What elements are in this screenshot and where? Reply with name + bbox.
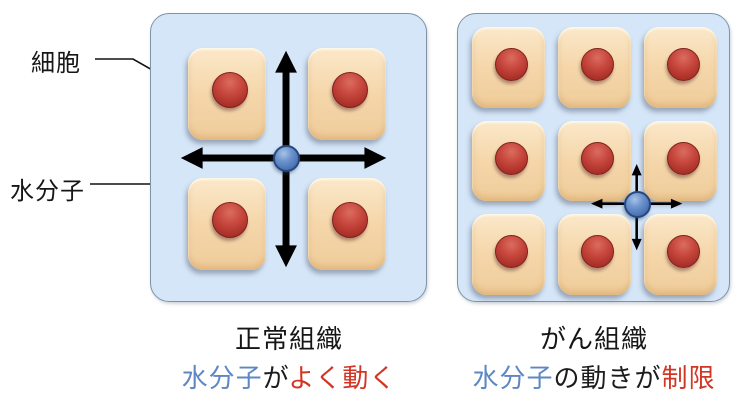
tissue-cell (188, 48, 266, 140)
tissue-cell (188, 178, 266, 270)
tissue-cell (644, 214, 717, 295)
normal-tissue-caption: 正常組織 水分子がよく動く (150, 320, 428, 398)
cell-nucleus (581, 48, 614, 81)
water-molecule (624, 191, 651, 218)
tissue-cell (644, 27, 717, 108)
tissue-cell (472, 121, 545, 201)
cancer-tissue-caption: がん組織 水分子の動きが制限 (452, 320, 736, 398)
water-molecule-label: 水分子 (10, 178, 85, 205)
normal-cell-grid (151, 14, 426, 301)
tissue-cell (558, 121, 631, 201)
cell-nucleus (581, 141, 614, 175)
cell-nucleus (495, 141, 528, 175)
cancer-tissue-panel (457, 13, 730, 302)
caption-part: の動きが (553, 363, 662, 393)
caption-part: 水分子 (472, 363, 554, 393)
water-molecule (273, 145, 300, 172)
cell-nucleus (332, 202, 368, 238)
caption-part: よく動く (288, 363, 397, 393)
cell-nucleus (332, 72, 368, 108)
normal-tissue-panel (150, 13, 427, 302)
caption-part: 制限 (661, 363, 716, 393)
caption-title: 正常組織 (234, 324, 343, 354)
tissue-cell (558, 214, 631, 295)
caption-part: 水分子 (181, 363, 263, 393)
restricted-movement-arrows-icon (591, 163, 683, 251)
cancer-cell-grid (458, 14, 729, 301)
tissue-cell (472, 214, 545, 295)
tissue-cell (308, 48, 386, 140)
cell-nucleus (495, 48, 528, 81)
caption-part: が (262, 363, 289, 393)
caption-subtitle: 水分子がよく動く (150, 359, 428, 398)
cell-nucleus (581, 235, 614, 268)
caption-subtitle: 水分子の動きが制限 (452, 359, 736, 398)
tissue-cell (558, 27, 631, 108)
cell-nucleus (212, 202, 248, 238)
caption-title: がん組織 (539, 324, 648, 354)
cell-nucleus (667, 235, 700, 268)
tissue-cell (644, 121, 717, 201)
cell-nucleus (212, 72, 248, 108)
tissue-cell (472, 27, 545, 108)
cell-nucleus (667, 141, 700, 175)
cell-label: 細胞 (31, 50, 81, 77)
tissue-cell (308, 178, 386, 270)
cell-nucleus (667, 48, 700, 81)
cell-nucleus (495, 235, 528, 268)
